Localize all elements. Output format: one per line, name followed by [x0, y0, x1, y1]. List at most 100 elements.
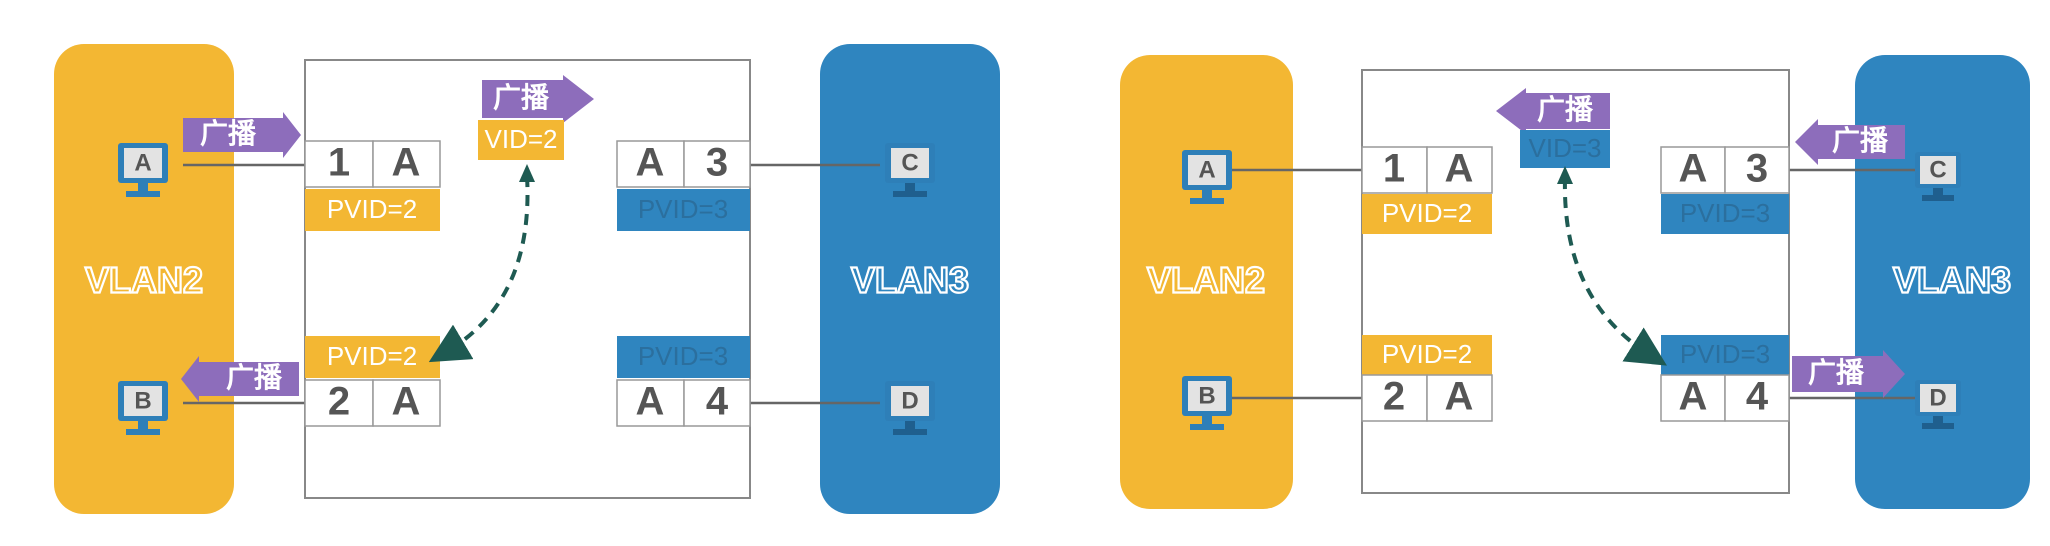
port-number: 1 — [1383, 147, 1405, 191]
host-c: C — [885, 143, 935, 197]
port-number-cell — [683, 379, 751, 427]
arrow-right-icon — [1792, 350, 1905, 398]
host-a: A — [118, 143, 168, 197]
broadcast-label: 广播 — [226, 361, 283, 394]
arrow-right-icon — [183, 112, 301, 158]
host-a-label: A — [1198, 156, 1215, 183]
monitor-base — [893, 191, 927, 197]
port-number: 4 — [1746, 375, 1769, 419]
monitor-screen — [1920, 156, 1956, 184]
pvid-bar — [305, 189, 440, 231]
port-mode: A — [1445, 147, 1474, 191]
monitor-screen — [124, 148, 162, 178]
monitor-stand — [1202, 416, 1212, 424]
pvid-label: PVID=3 — [1680, 198, 1770, 228]
monitor-base — [1922, 423, 1954, 429]
monitor-screen — [1188, 155, 1226, 185]
pvid-bar — [305, 336, 440, 378]
monitor-stand — [905, 183, 915, 191]
port-mode-cell — [616, 140, 685, 188]
host-d: D — [1915, 380, 1961, 429]
host-b: B — [118, 381, 168, 435]
port-2: PVID=2 2 A — [304, 336, 441, 427]
port-mode-cell — [372, 140, 441, 188]
port-number-cell — [683, 140, 751, 188]
pvid-label: PVID=2 — [327, 194, 417, 224]
diagram-1: VLAN2 VLAN3 A B — [54, 44, 1000, 514]
pvid-bar — [1362, 335, 1492, 375]
monitor-stand — [138, 421, 148, 429]
host-c: C — [1915, 152, 1961, 201]
dashed-curved-arrow — [428, 175, 530, 363]
arrow-right-icon — [482, 75, 594, 123]
host-d-label: D — [901, 387, 918, 414]
broadcast-label: 广播 — [1808, 356, 1865, 389]
monitor-base — [1190, 198, 1224, 204]
host-d: D — [885, 381, 935, 435]
monitor-stand — [1933, 416, 1943, 423]
dashed-curved-arrow — [1562, 177, 1667, 366]
port-mode: A — [636, 380, 665, 424]
port-mode: A — [392, 141, 421, 185]
dashed-arrow-start-head — [1557, 166, 1573, 184]
port-1: 1 A PVID=2 — [1361, 146, 1493, 234]
port-4: PVID=3 A 4 — [1660, 335, 1790, 422]
port-number-cell — [1724, 374, 1790, 422]
vid-label: VID=3 — [1529, 133, 1602, 163]
broadcast-label: 广播 — [493, 81, 550, 114]
vlan2-label: VLAN2 — [1147, 260, 1265, 301]
port-mode-cell — [1426, 374, 1493, 422]
port-mode-cell — [372, 379, 441, 427]
broadcast-arrow-c: 广播 — [1795, 119, 1905, 165]
vid-tag: 广播 VID=3 — [1496, 88, 1610, 168]
monitor-base — [1190, 424, 1224, 430]
monitor-base — [1922, 195, 1954, 201]
pvid-bar — [617, 189, 750, 231]
host-b-label: B — [1198, 382, 1215, 409]
pvid-bar — [1661, 335, 1789, 375]
broadcast-label: 广播 — [1832, 124, 1889, 157]
host-b-label: B — [134, 387, 151, 414]
arrow-left-icon — [1795, 119, 1905, 165]
vlan2-panel — [1120, 55, 1293, 509]
port-3: A 3 PVID=3 — [1660, 146, 1790, 234]
port-number: 2 — [328, 380, 350, 424]
pvid-bar — [617, 336, 750, 378]
pvid-label: PVID=2 — [1382, 198, 1472, 228]
port-number-cell — [1361, 374, 1428, 422]
port-mode-cell — [1426, 146, 1493, 194]
port-mode: A — [636, 141, 665, 185]
vlan3-panel — [1855, 55, 2030, 509]
port-3: A 3 PVID=3 — [616, 140, 751, 231]
monitor-stand — [905, 421, 915, 429]
monitor-stand — [1933, 188, 1943, 195]
port-number: 3 — [1746, 147, 1768, 191]
monitor-screen — [1920, 384, 1956, 412]
port-4: PVID=3 A 4 — [616, 336, 751, 427]
port-number-cell — [1361, 146, 1428, 194]
vid-label: VID=2 — [485, 124, 558, 154]
dashed-arrow-start-head — [519, 164, 535, 182]
arrow-left-icon — [181, 356, 299, 402]
port-mode-cell — [1660, 146, 1726, 194]
broadcast-label: 广播 — [1537, 93, 1594, 126]
port-mode: A — [1445, 375, 1474, 419]
vlan3-panel — [820, 44, 1000, 514]
host-a: A — [1182, 150, 1232, 204]
pvid-bar — [1362, 194, 1492, 234]
port-number: 3 — [706, 141, 728, 185]
monitor-screen — [891, 148, 929, 178]
vid-box — [478, 120, 564, 160]
host-d-label: D — [1929, 384, 1946, 411]
broadcast-arrow-a: 广播 — [183, 112, 301, 158]
vid-box — [1520, 130, 1610, 168]
host-c-label: C — [1929, 156, 1946, 183]
broadcast-arrow-b: 广播 — [181, 356, 299, 402]
monitor-screen — [124, 386, 162, 416]
port-mode-cell — [616, 379, 685, 427]
vlan2-label: VLAN2 — [85, 260, 203, 301]
vlan2-panel — [54, 44, 234, 514]
pvid-label: PVID=3 — [638, 194, 728, 224]
monitor-screen — [1188, 381, 1226, 411]
